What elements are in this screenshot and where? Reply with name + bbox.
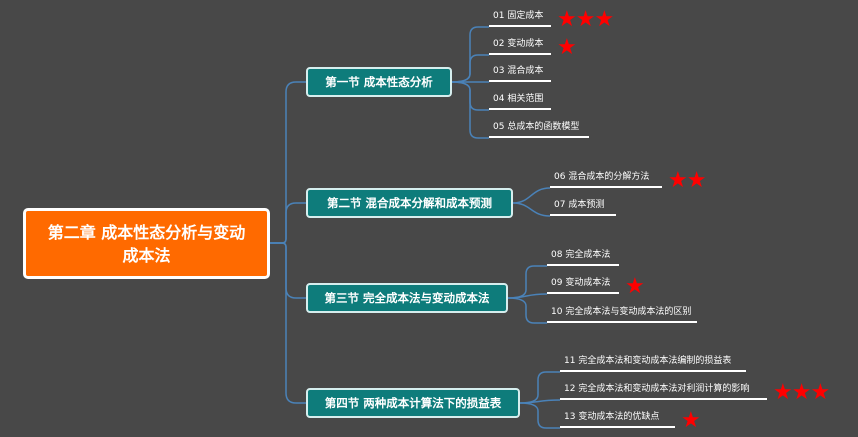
topic-item[interactable]: 05 总成本的函数模型 <box>489 122 589 138</box>
topic-item[interactable]: 12 完全成本法和变动成本法对利润计算的影响 <box>560 384 767 400</box>
section-connector <box>451 54 489 83</box>
root-topic[interactable]: 第二章 成本性态分析与变动成本法 <box>23 208 270 279</box>
section-connector <box>512 187 551 204</box>
section-node[interactable]: 第三节 完全成本法与变动成本法 <box>306 283 508 313</box>
topic-item[interactable]: 11 完全成本法和变动成本法编制的损益表 <box>560 356 746 372</box>
section-connector <box>512 202 551 217</box>
topic-item[interactable]: 01 固定成本 <box>489 11 551 27</box>
root-connector <box>270 242 306 404</box>
topic-item[interactable]: 06 混合成本的分解方法 <box>550 172 662 188</box>
priority-star-icon: ★★★ <box>557 7 614 32</box>
section-connector <box>519 371 560 404</box>
topic-item[interactable]: 13 变动成本法的优缺点 <box>560 412 675 428</box>
priority-star-icon: ★ <box>625 274 645 299</box>
section-node[interactable]: 第二节 混合成本分解和成本预测 <box>306 188 513 218</box>
priority-star-icon: ★ <box>557 35 577 60</box>
root-connector <box>270 202 306 244</box>
section-node[interactable]: 第一节 成本性态分析 <box>306 67 452 97</box>
section-connector <box>451 81 489 139</box>
topic-item[interactable]: 08 完全成本法 <box>547 250 619 266</box>
topic-item[interactable]: 02 变动成本 <box>489 39 551 55</box>
root-connector <box>270 81 306 244</box>
section-node[interactable]: 第四节 两种成本计算法下的损益表 <box>306 388 520 418</box>
section-connector <box>519 402 560 429</box>
priority-star-icon: ★★ <box>668 168 706 193</box>
root-connector <box>270 242 306 299</box>
section-connector <box>507 293 548 299</box>
priority-star-icon: ★ <box>681 408 701 433</box>
topic-item[interactable]: 03 混合成本 <box>489 66 551 82</box>
section-connector <box>507 265 547 299</box>
topic-item[interactable]: 10 完全成本法与变动成本法的区别 <box>547 307 697 323</box>
section-connector <box>507 297 547 324</box>
topic-item[interactable]: 07 成本预测 <box>550 200 616 216</box>
topic-item[interactable]: 09 变动成本法 <box>547 278 619 294</box>
topic-item[interactable]: 04 相关范围 <box>489 94 551 110</box>
priority-star-icon: ★★★ <box>773 380 830 405</box>
